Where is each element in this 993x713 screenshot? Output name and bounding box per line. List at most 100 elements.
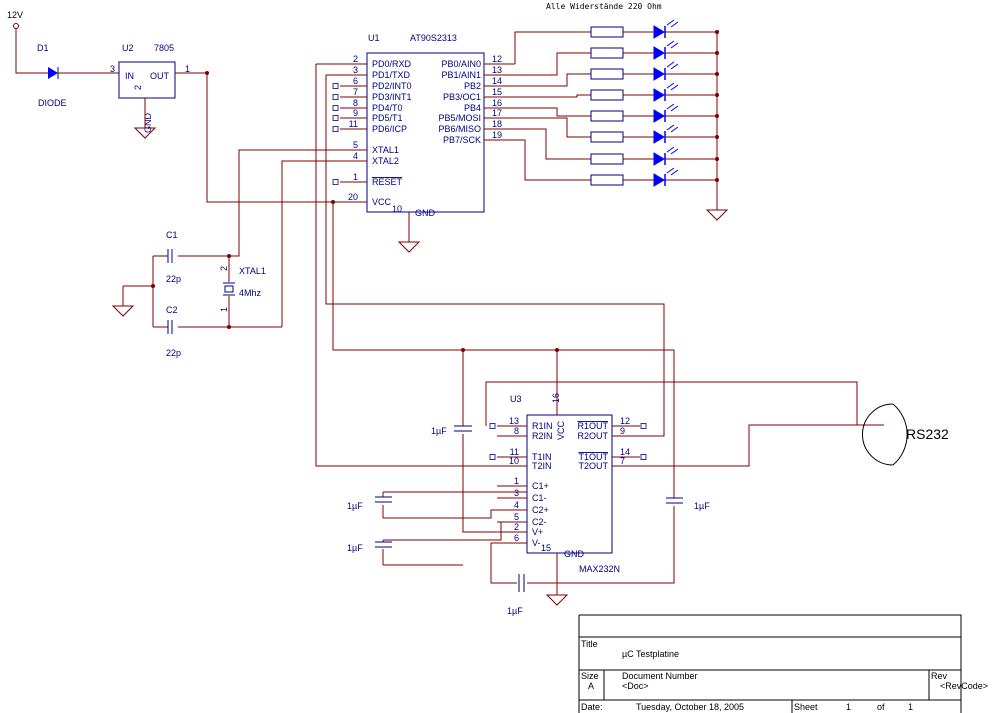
c2-value: 22p [166,348,181,358]
u2-ref: U2 [122,43,134,53]
power-label-12v: 12V [7,10,23,20]
unconnected-pin-icon [332,94,339,100]
u3-pin-num: 14 [620,447,630,457]
resistor-icon [590,47,624,59]
cap-label-c1: 1µF [347,501,363,511]
c1-ref: C1 [166,230,178,240]
size-value: A [588,681,594,691]
u3-pin-name: V- [532,538,541,548]
rev-label: Rev [931,671,948,681]
u3-pin-name: C1- [532,493,547,503]
u3-pin-name: R1OUT [577,421,608,431]
capacitor-vplus-icon [666,497,683,504]
u3-pin-name: C1+ [532,481,549,491]
capacitor-c2-icon [167,320,173,334]
u3-pin-name: C2+ [532,505,549,515]
u1-pin-name: PB0/AIN0 [441,59,481,69]
u3-pin-num: 12 [620,416,630,426]
sheets-value: 1 [908,702,913,712]
d1-value: DIODE [38,98,67,108]
resistor-icon [590,89,624,101]
unconnected-pin-icon [332,105,339,111]
u1-pin-name: PD2/INT0 [372,81,412,91]
u2-out-label: OUT [150,71,170,81]
u1-pin-num: 19 [492,130,502,140]
u3-pin-name: R1IN [532,421,553,431]
capacitor-c1-icon [167,249,173,263]
u3-pin-num: 10 [509,456,519,466]
size-label: Size [581,671,599,681]
u1-pin-name: PB1/AIN1 [441,70,481,80]
crystal-icon [223,282,235,296]
led-icon [653,152,665,166]
u3-gnd-label: GND [564,549,585,559]
cap-label-vcc: 1µF [431,426,447,436]
title-block: Title µC Testplatine Size A Document Num… [578,614,988,713]
u3-vcc-label: VCC [556,420,566,440]
u1-pin-num: 13 [492,65,502,75]
u2-body [118,61,176,99]
sheet-value: 1 [846,702,851,712]
rs232-connector: RS232 [485,381,949,467]
u3-pin-name: T2OUT [578,461,608,471]
date-value: Tuesday, October 18, 2005 [636,702,744,712]
u1-pin-name: XTAL2 [372,156,399,166]
u1-pin-name: PD4/T0 [372,103,403,113]
u3-pin-name: T2IN [532,461,552,471]
unconnected-pin-icon [640,423,647,429]
unconnected-pin-icon [332,179,339,185]
u3-pin-num: 2 [514,522,519,532]
u1-pin-name: PD0/RXD [372,59,412,69]
of-label: of [877,702,885,712]
u3-pin-name: T1OUT [578,452,608,462]
u2-in-label: IN [125,71,134,81]
u3-pin-num: 11 [510,447,519,457]
u3-pin-num: 13 [509,416,519,426]
u1-gnd-pin: 10 [392,204,402,214]
led-array [514,19,719,187]
u1-pin-name: PD1/TXD [372,70,411,80]
led-icon [653,173,665,187]
u3-pin-num: 9 [620,426,625,436]
u3-pin-num: 4 [514,500,519,510]
oscillator: C1 22p C2 22p XTAL1 4Mhz 2 1 [111,149,367,358]
xtal1-pin2: 2 [219,266,229,271]
resistor-icon [590,174,624,186]
u1-pin-name: PB6/MISO [438,124,481,134]
cap-label-c2: 1µF [347,543,363,553]
u1-pin-num: 15 [492,87,502,97]
capacitor-c2-pump-icon [375,541,392,548]
u1-pin-name: RESET [372,177,403,187]
u1-pin-num: 8 [353,98,358,108]
u2-pin-out: 1 [185,64,190,74]
u1-pin-name: PB3/OC1 [443,92,481,102]
u3-pin-name: R2IN [532,431,553,441]
cap-label-vminus: 1µF [507,606,523,616]
u3-vcc-pin: 16 [551,393,561,403]
u3-pin-name: C2- [532,517,547,527]
u3-pin-name: R2OUT [577,431,608,441]
u1-pin-num: 1 [353,172,358,182]
power-terminal-icon [13,23,19,29]
unconnected-pin-icon [332,115,339,121]
u1-pin-name: PB5/MOSI [438,113,481,123]
ground-icon-osc [111,305,135,317]
u1-pin-num: 2 [353,54,358,64]
u2-gnd-label: GND [143,113,153,134]
c2-ref: C2 [166,305,178,315]
doc-value: <Doc> [622,681,649,691]
diode-icon [48,67,58,79]
u1-pin-name: PB2 [464,81,481,91]
resistor-icon [590,153,624,165]
u3-body [526,414,613,554]
resistor-icon [590,68,624,80]
u1-pin-name: PD6/ICP [372,124,407,134]
resistor-icon [590,26,624,38]
u2-pin-in: 3 [110,64,115,74]
ground-icon-u2 [133,127,157,139]
resistor-icon [590,110,624,122]
